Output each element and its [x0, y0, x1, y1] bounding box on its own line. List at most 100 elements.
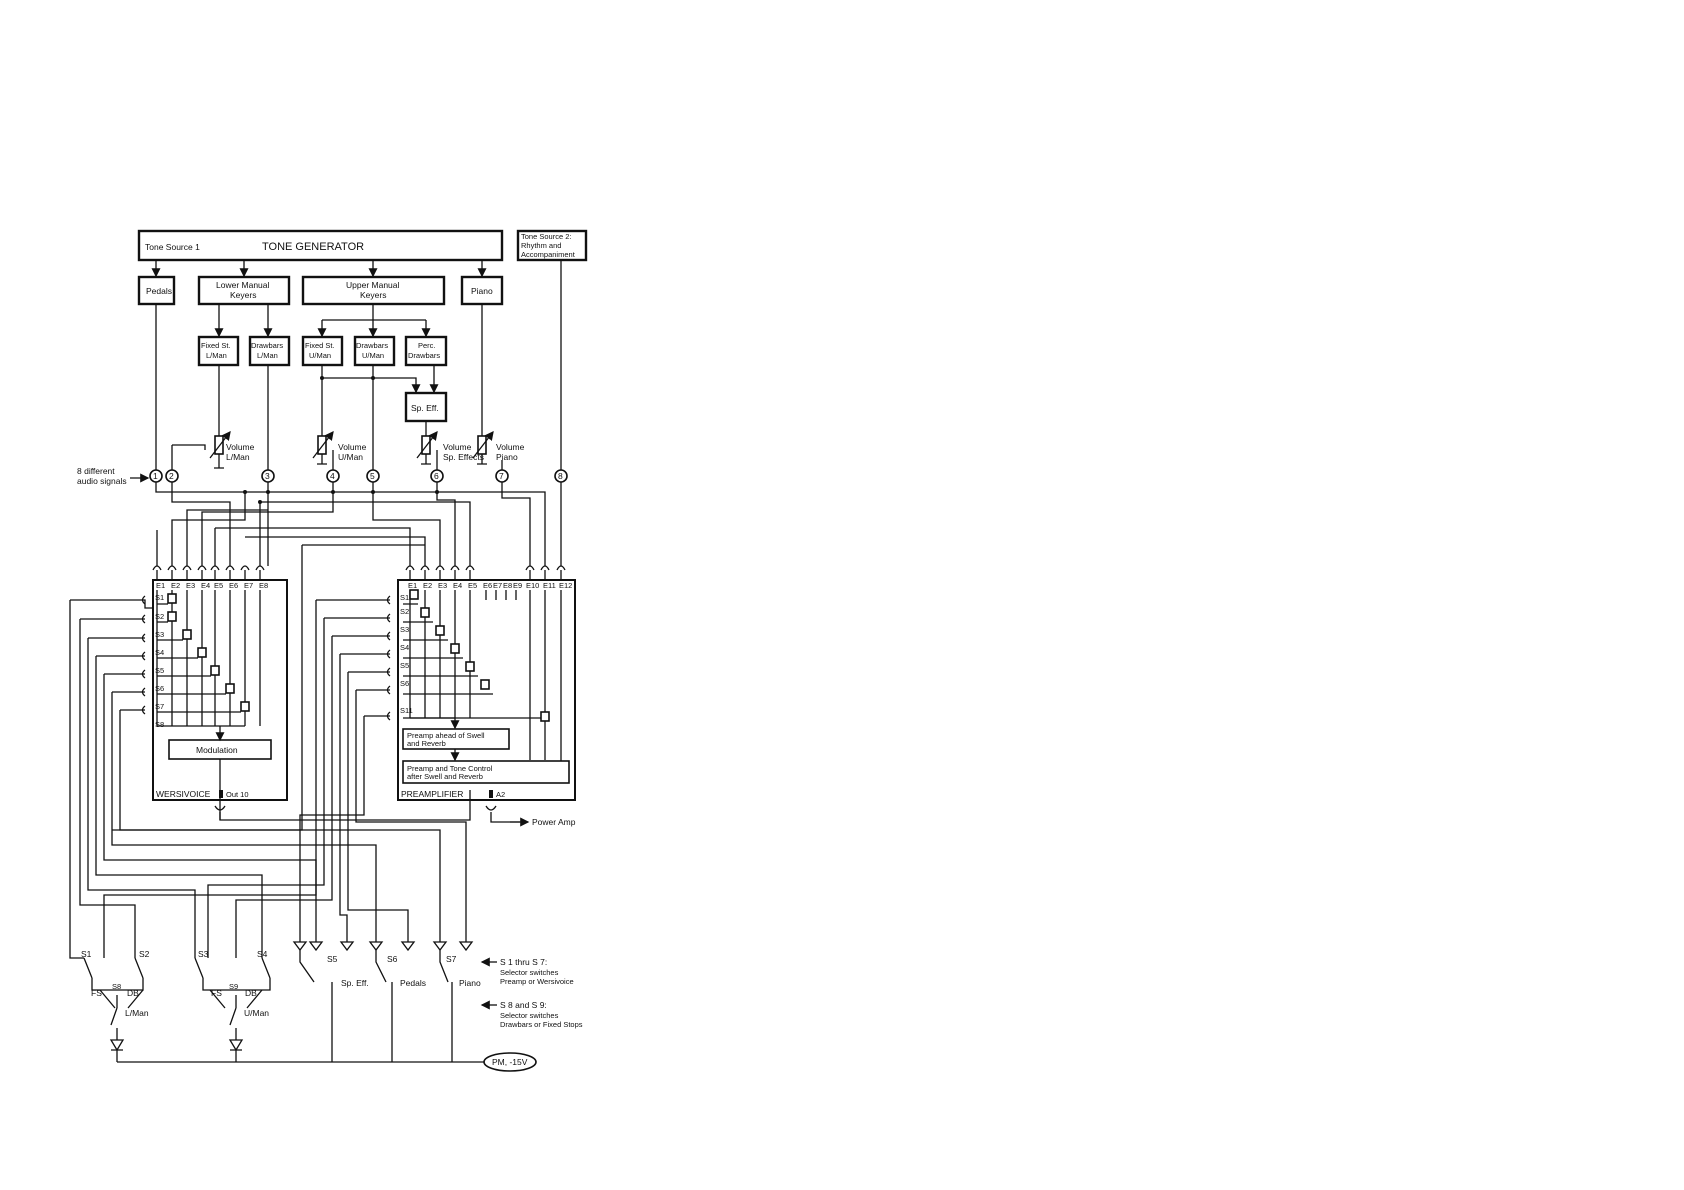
drawbars-uman-block: Drawbars U/Man: [353, 335, 396, 367]
signal-node-7: 7: [495, 469, 509, 483]
preamp-select-s4: S4: [400, 643, 409, 652]
preamp-input-e4: E4: [453, 581, 462, 590]
wersivoice-input-e4: E4: [201, 581, 210, 590]
preamp-after-line1: Preamp and Tone Control: [407, 764, 493, 773]
perc-drawbars-line2: Drawbars: [408, 351, 440, 360]
wersivoice-select-s3: S3: [155, 630, 164, 639]
switch-s6-label: S6: [387, 954, 398, 964]
tone-source-2-block: Tone Source 2: Rhythm and Accompaniment: [516, 229, 588, 262]
switch-uman-label: U/Man: [244, 1008, 269, 1018]
drawbars-lman-block: Drawbars L/Man: [248, 335, 291, 367]
perc-drawbars-block: Perc. Drawbars: [404, 335, 448, 367]
volume-piano-line1: Volume: [496, 442, 525, 452]
wersivoice-input-e2: E2: [171, 581, 180, 590]
wersivoice-input-connectors: [152, 565, 265, 580]
svg-text:2: 2: [169, 471, 174, 481]
fixed-lman-line2: L/Man: [206, 351, 227, 360]
preamp-select-s2: S2: [400, 607, 409, 616]
volume-sp-effects-pot: Volume Sp. Effects: [416, 421, 484, 465]
switch-s8-label: S8: [112, 982, 121, 991]
note-s1-s7-line2: Selector switches: [500, 968, 559, 977]
lower-keyers-block: Lower Manual Keyers: [197, 275, 291, 306]
switch-sp-eff-label: Sp. Eff.: [341, 978, 369, 988]
preamplifier-module: E1 E2 E3 E4 E5 E6 E7 E8 E9 E10 E11 E12 S…: [397, 579, 576, 801]
fixed-lman-line1: Fixed St.: [201, 341, 231, 350]
wersivoice-select-s4: S4: [155, 648, 164, 657]
preamp-input-connectors: [405, 565, 566, 580]
tone-source-1-label: Tone Source 1: [145, 242, 200, 252]
preamp-select-s11: S11: [400, 706, 413, 715]
tone-source-2-line1: Tone Source 2:: [521, 232, 571, 241]
preamp-input-e12: E12: [559, 581, 572, 590]
volume-lman-pot: Volume L/Man: [209, 365, 255, 469]
wersivoice-select-s7: S7: [155, 702, 164, 711]
tone-source-2-line2: Rhythm and: [521, 241, 561, 250]
svg-text:4: 4: [330, 471, 335, 481]
preamp-input-e10: E10: [526, 581, 539, 590]
note-s1-s7-line1: S 1 thru S 7:: [500, 957, 547, 967]
note-s1-s7-line3: Preamp or Wersivoice: [500, 977, 574, 986]
wersivoice-input-e8: E8: [259, 581, 268, 590]
upper-keyers-line2: Keyers: [360, 290, 386, 300]
signal-node-3: 3: [261, 469, 275, 483]
switch-fs-label-2: FS: [211, 988, 222, 998]
wersivoice-select-s1: S1: [155, 593, 164, 602]
audio-signals-line1: 8 different: [77, 466, 115, 476]
preamplifier-label: PREAMPLIFIER: [401, 789, 463, 799]
switch-s1-label: S1: [81, 949, 92, 959]
wersivoice-input-e6: E6: [229, 581, 238, 590]
preamp-ahead-block: [402, 728, 510, 750]
switch-piano-label: Piano: [459, 978, 481, 988]
volume-uman-pot: Volume U/Man: [312, 378, 367, 465]
preamp-input-e8: E8: [503, 581, 512, 590]
svg-text:1: 1: [153, 471, 158, 481]
sp-eff-block: Sp. Eff.: [404, 391, 448, 423]
pedals-label: Pedals: [146, 286, 172, 296]
signal-node-5: 5: [366, 469, 380, 483]
wersivoice-module: E1 E2 E3 E4 E5 E6 E7 E8 S1 S2 S3 S4 S5 S…: [152, 579, 288, 820]
tone-generator-block: Tone Source 1 TONE GENERATOR: [137, 229, 504, 262]
switch-db-label-1: DB: [127, 988, 139, 998]
preamp-ahead-line1: Preamp ahead of Swell: [407, 731, 485, 740]
wersivoice-select-s2: S2: [155, 612, 164, 621]
fixed-stops-uman-block: Fixed St. U/Man: [301, 335, 344, 367]
power-amp-label: Power Amp: [532, 817, 576, 827]
volume-lman-line1: Volume: [226, 442, 255, 452]
switch-pedals: S6 Pedals: [339, 930, 426, 1062]
note-s8-s9-line2: Selector switches: [500, 1011, 559, 1020]
preamp-select-s1: S1: [400, 593, 409, 602]
perc-drawbars-line1: Perc.: [418, 341, 436, 350]
wersivoice-input-e1: E1: [156, 581, 165, 590]
signal-node-8: 8: [554, 469, 568, 483]
wersivoice-select-s5: S5: [155, 666, 164, 675]
preamp-after-line2: after Swell and Reverb: [407, 772, 483, 781]
legend-notes: S 1 thru S 7: Selector switches Preamp o…: [480, 957, 583, 1029]
modulation-label: Modulation: [196, 745, 238, 755]
svg-text:8: 8: [558, 471, 563, 481]
note-s8-s9-line1: S 8 and S 9:: [500, 1000, 547, 1010]
switch-fs-label-1: FS: [91, 988, 102, 998]
svg-text:6: 6: [434, 471, 439, 481]
wersivoice-select-wiring: [69, 595, 441, 959]
upper-keyers-block: Upper Manual Keyers: [301, 275, 446, 306]
switch-s2-label: S2: [139, 949, 150, 959]
piano-label: Piano: [471, 286, 493, 296]
preamp-a2-label: A2: [496, 790, 505, 799]
switch-s9-label: S9: [229, 982, 238, 991]
switch-s3-label: S3: [198, 949, 209, 959]
drawbars-uman-line2: U/Man: [362, 351, 384, 360]
preamp-select-wiring: [103, 595, 467, 958]
switch-db-label-2: DB: [245, 988, 257, 998]
wersivoice-label: WERSIVOICE: [156, 789, 211, 799]
drawbars-lman-line2: L/Man: [257, 351, 278, 360]
preamp-input-e2: E2: [423, 581, 432, 590]
tone-source-2-line3: Accompaniment: [521, 250, 576, 259]
wersivoice-input-e5: E5: [214, 581, 223, 590]
switch-bank-uman: S3 S4 FS DB S9 U/Man: [194, 949, 271, 1062]
preamp-ahead-line2: and Reverb: [407, 739, 446, 748]
svg-text:3: 3: [265, 471, 270, 481]
fixed-stops-lman-block: Fixed St. L/Man: [197, 335, 240, 367]
volume-sp-effects-line1: Volume: [443, 442, 472, 452]
switch-piano: S7 Piano: [400, 930, 481, 1062]
